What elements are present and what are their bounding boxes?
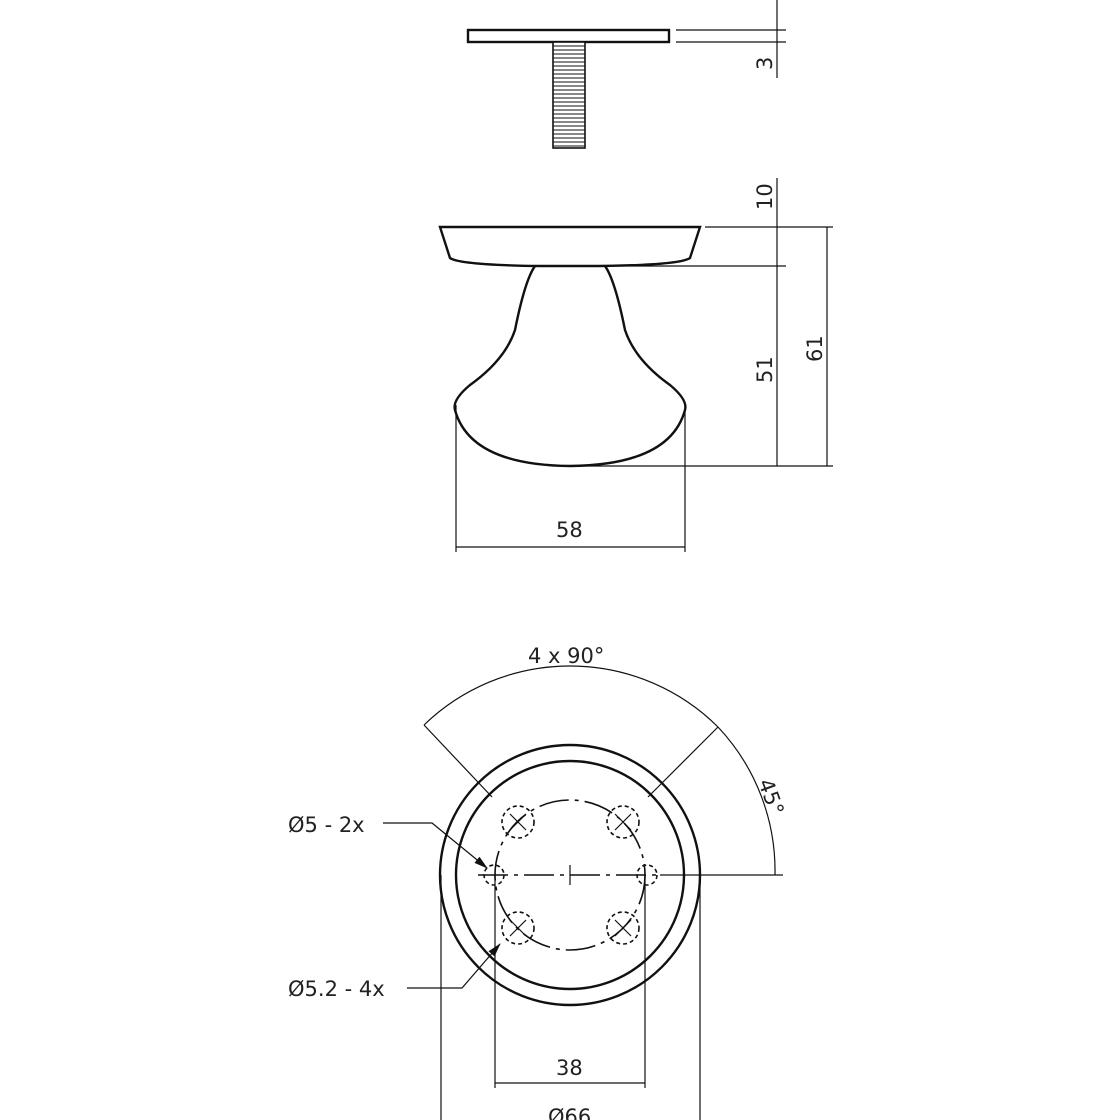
- angle-label: 4 x 90°: [528, 644, 604, 668]
- threaded-screw: [552, 41, 586, 149]
- side-view: 10 51 61 58: [438, 178, 833, 552]
- plate-thickness-label: 3: [753, 57, 777, 70]
- bottom-view: 4 x 90° 45° Ø5 - 2x Ø5.2 - 4x 38 Ø66: [288, 644, 789, 1120]
- hole-large-label: Ø5.2 - 4x: [288, 977, 385, 1001]
- plate: [466, 28, 671, 44]
- knob-height-label: 51: [753, 356, 777, 383]
- knob-body: [453, 265, 687, 468]
- hole-small-label: Ø5 - 2x: [288, 813, 365, 837]
- offset-angle-label: 45°: [753, 776, 788, 819]
- rose: [438, 225, 702, 268]
- total-height-label: 61: [803, 335, 827, 362]
- outer-diameter-label: Ø66: [548, 1105, 591, 1120]
- offset-arc: [717, 726, 776, 876]
- plate-view: 3: [466, 0, 786, 149]
- mounting-holes: [483, 805, 658, 945]
- bolt-spacing-label: 38: [556, 1056, 583, 1080]
- angle-arc: [423, 665, 719, 728]
- rose-height-label: 10: [753, 183, 777, 210]
- base-diameter-label: 58: [556, 518, 583, 542]
